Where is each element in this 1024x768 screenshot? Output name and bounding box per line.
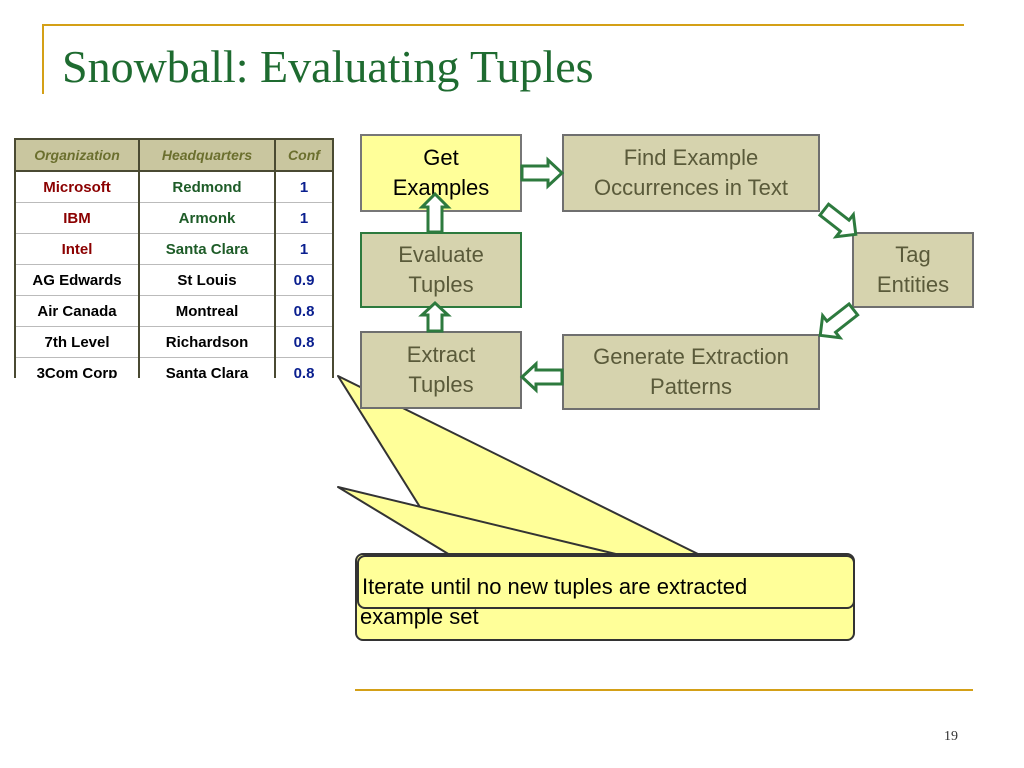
evaluate-tuples-line-2: Tuples <box>408 272 474 297</box>
page-number: 19 <box>944 729 958 744</box>
header-organization: Organization <box>14 138 140 172</box>
tag-entities-line-1: Tag <box>895 242 931 267</box>
bottom-rule <box>355 689 973 691</box>
cell-headquarters: Redmond <box>138 170 276 203</box>
header-headquarters: Headquarters <box>138 138 276 172</box>
cell-conf: 0.8 <box>274 326 334 358</box>
left-rule <box>42 24 44 94</box>
evaluate-tuples-box: Evaluate Tuples <box>360 232 522 308</box>
cell-conf: 0.8 <box>274 295 334 327</box>
arrow-diagonal-down-icon <box>817 202 858 239</box>
get-examples-line-1: Get <box>423 145 459 170</box>
cell-conf: 0.9 <box>274 264 334 296</box>
cell-organization: 3Com Corp <box>14 357 140 378</box>
cell-headquarters: Montreal <box>138 295 276 327</box>
find-occurrences-line-2: Occurrences in Text <box>593 175 788 200</box>
cell-headquarters: St Louis <box>138 264 276 296</box>
arrow-up-icon <box>418 300 452 333</box>
callout-text-line-1: Iterate until no new tuples are extracte… <box>362 574 748 599</box>
tuples-table-container: Organization Headquarters Conf Microsoft… <box>14 138 338 378</box>
cell-organization: 7th Level <box>14 326 140 358</box>
cell-organization: Microsoft <box>14 170 140 203</box>
table-row: 3Com Corp Santa Clara 0.8 <box>14 357 334 378</box>
callout-inner-box <box>357 555 855 609</box>
cell-conf: 1 <box>274 170 334 203</box>
tag-entities-line-2: Entities <box>876 272 950 297</box>
cell-headquarters: Armonk <box>138 202 276 234</box>
extract-tuples-box: Extract Tuples <box>360 331 522 409</box>
tag-entities-box: Tag Entities <box>852 232 974 308</box>
cell-conf: 1 <box>274 233 334 265</box>
slide-title: Snowball: Evaluating Tuples <box>62 41 594 92</box>
extract-tuples-line-2: Tuples <box>408 372 474 397</box>
tuples-table: Organization Headquarters Conf Microsoft… <box>14 138 334 378</box>
arrow-right-icon <box>520 156 565 190</box>
generate-patterns-line-1: Generate Extraction <box>593 344 789 369</box>
cell-headquarters: Santa Clara <box>138 357 276 378</box>
header-conf: Conf <box>274 138 334 172</box>
table-row: AG Edwards St Louis 0.9 <box>14 264 334 296</box>
arrow-left-icon <box>519 360 564 394</box>
top-rule <box>42 24 964 26</box>
find-occurrences-line-1: Find Example <box>623 145 759 170</box>
arrow-up-icon <box>418 191 452 234</box>
generate-patterns-line-2: Patterns <box>650 374 732 399</box>
evaluate-tuples-line-1: Evaluate <box>398 242 484 267</box>
generate-patterns-box: Generate Extraction Patterns <box>562 334 820 410</box>
cell-headquarters: Richardson <box>138 326 276 358</box>
extract-tuples-line-1: Extract <box>406 342 476 367</box>
find-occurrences-box: Find Example Occurrences in Text <box>562 134 820 212</box>
cell-organization: Intel <box>14 233 140 265</box>
table-header-row: Organization Headquarters Conf <box>14 138 334 172</box>
cell-organization: AG Edwards <box>14 264 140 296</box>
table-row: Microsoft Redmond 1 <box>14 170 334 203</box>
arrow-diagonal-left-icon <box>818 301 860 340</box>
cell-conf: 0.8 <box>274 357 334 378</box>
callout-text-line-2: example set <box>360 604 479 629</box>
table-row: 7th Level Richardson 0.8 <box>14 326 334 358</box>
cell-conf: 1 <box>274 202 334 234</box>
get-examples-line-2: Examples <box>392 175 490 200</box>
